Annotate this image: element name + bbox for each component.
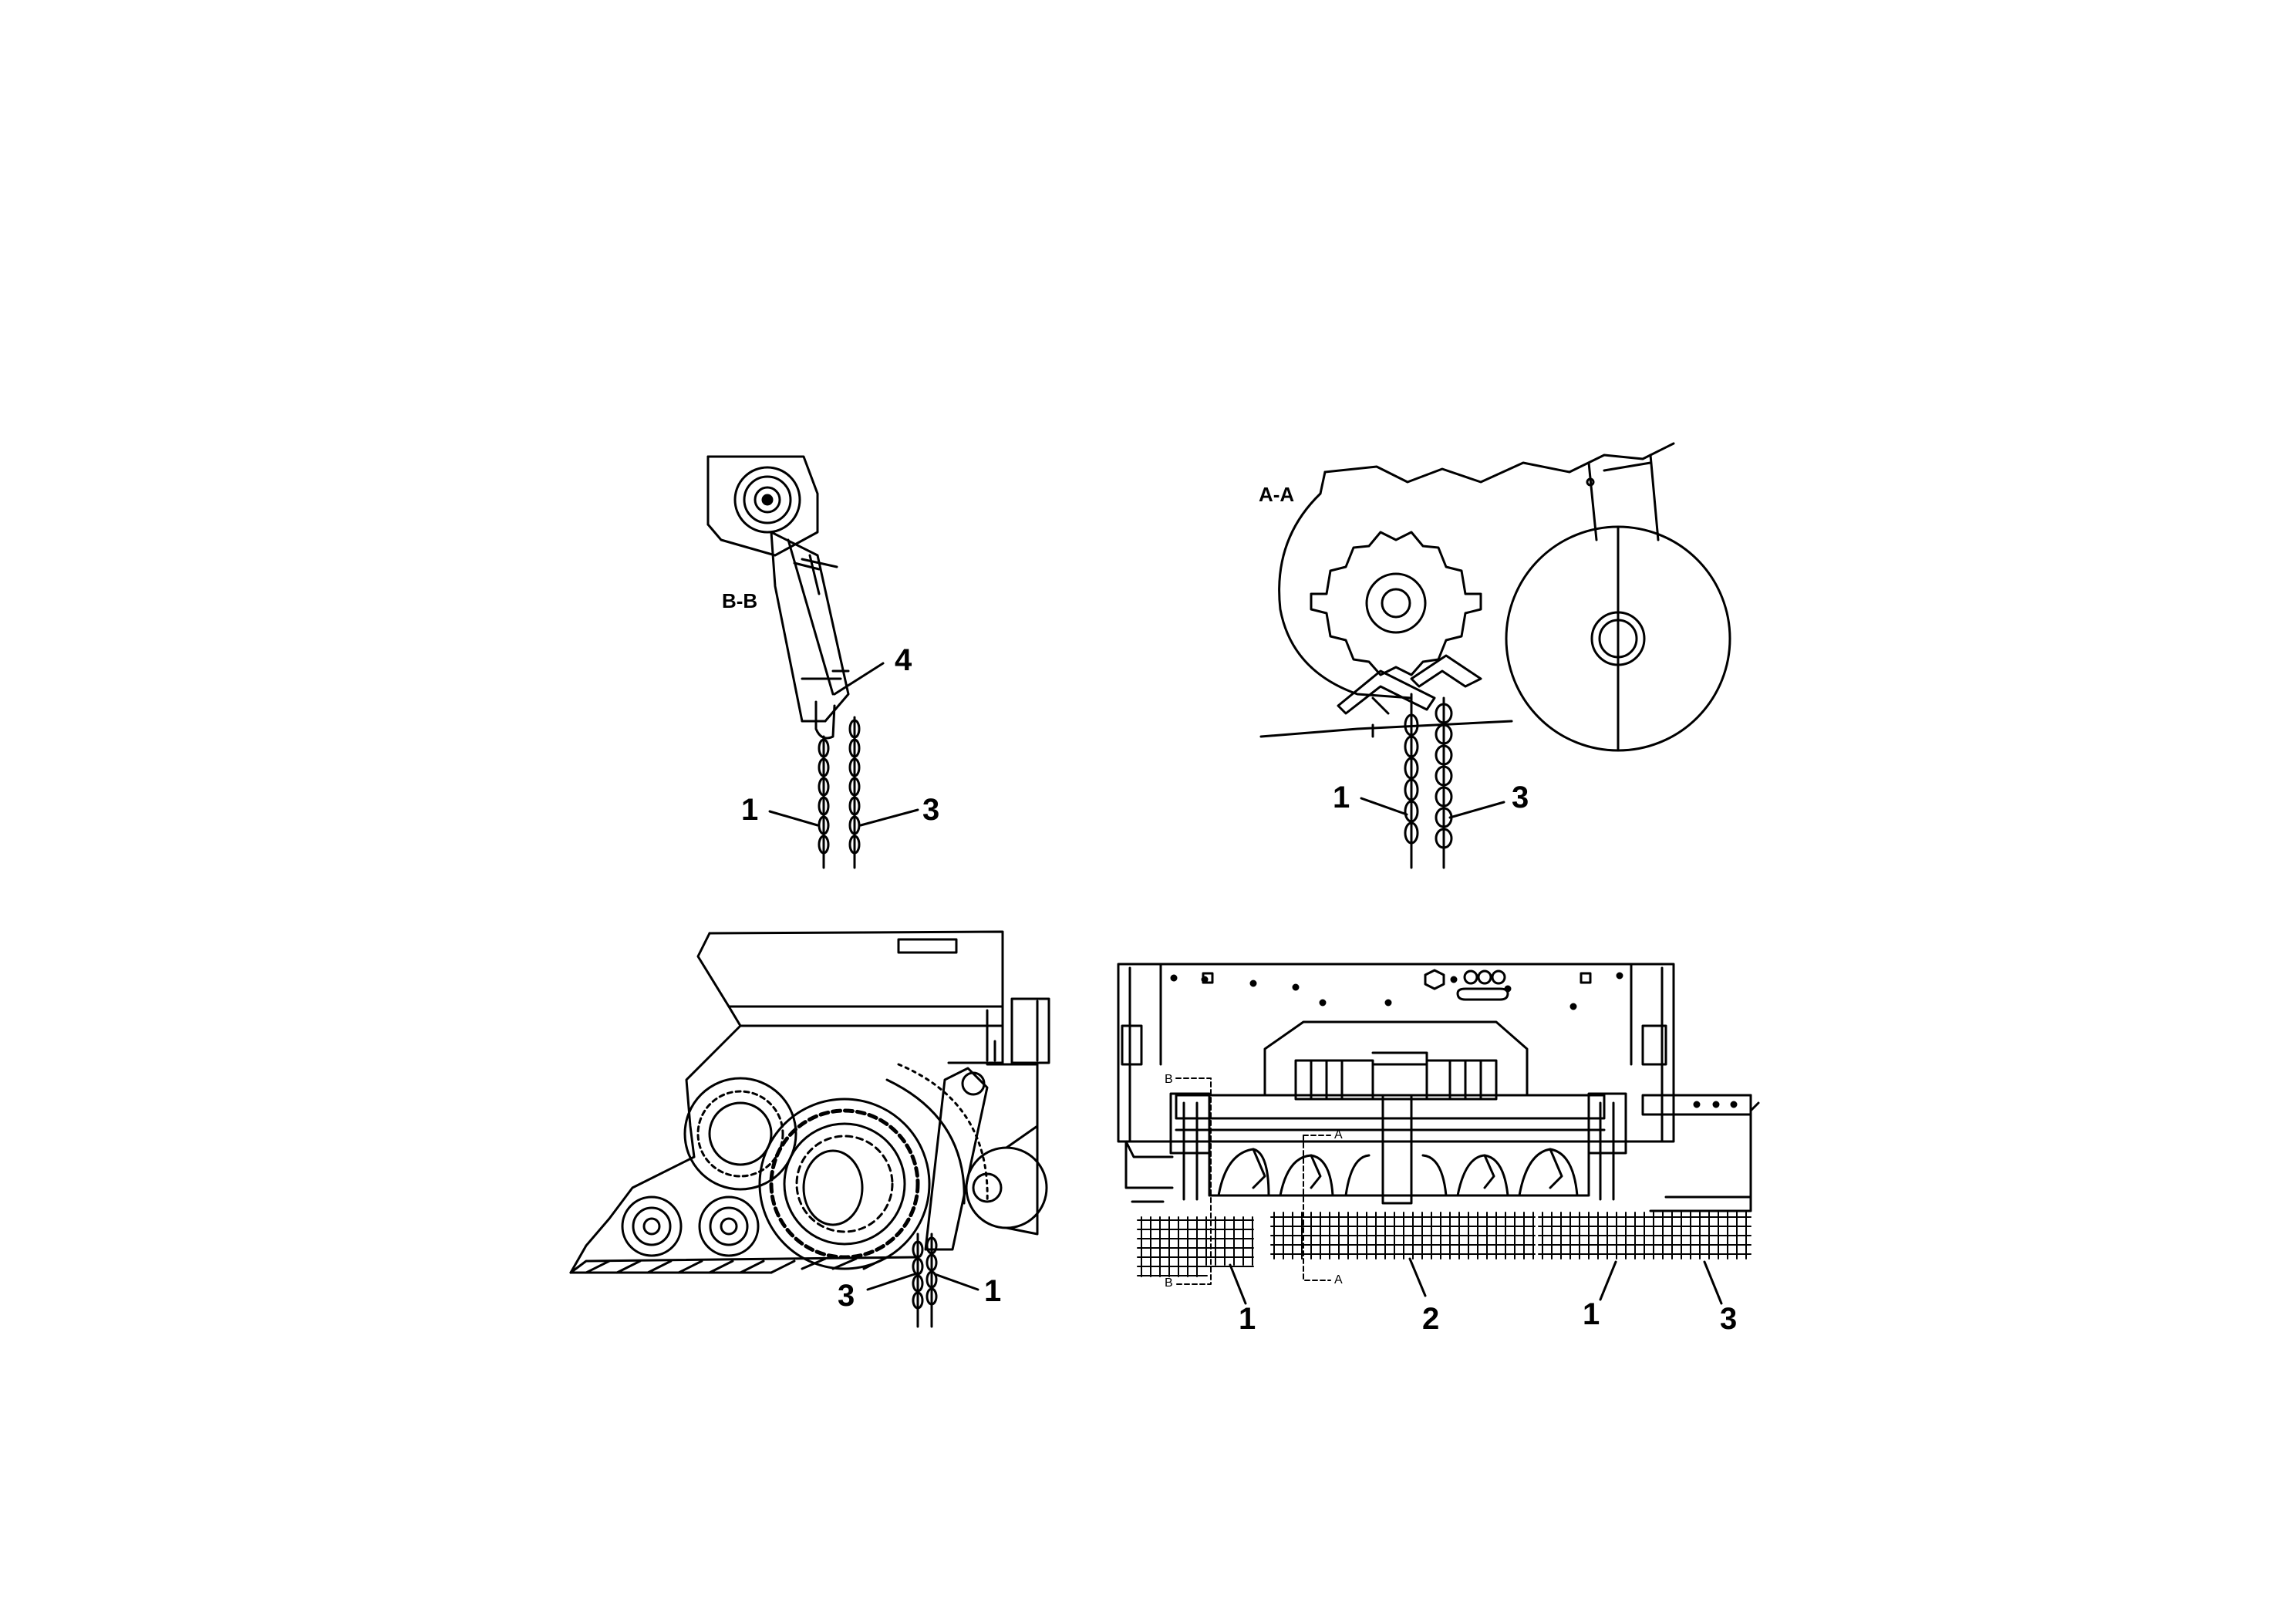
view-aa-drawing — [1259, 442, 1731, 869]
callout-rear-2: 2 — [1422, 1302, 1440, 1336]
callout-bb-4: 4 — [895, 643, 912, 677]
callout-side-3: 3 — [838, 1279, 855, 1313]
chain-1-bb — [818, 735, 830, 869]
callout-side-1: 1 — [984, 1274, 1002, 1308]
view-bb-drawing — [706, 455, 919, 869]
callout-aa-1: 1 — [1333, 781, 1350, 814]
callout-rear-1-left: 1 — [1239, 1302, 1256, 1336]
chain-1-side — [925, 1233, 938, 1328]
cut-mark-a-top: A — [1334, 1128, 1343, 1141]
view-side-drawing — [569, 930, 1050, 1328]
cut-mark-a-bottom: A — [1334, 1273, 1343, 1286]
callout-aa-3: 3 — [1512, 781, 1529, 814]
cut-mark-b-top: B — [1165, 1073, 1173, 1086]
chain-3-aa — [1435, 696, 1453, 869]
chain-curtain-right — [1538, 1212, 1752, 1259]
callout-rear-3: 3 — [1720, 1302, 1738, 1336]
cut-mark-b-bottom: B — [1165, 1276, 1173, 1290]
chain-3-bb — [848, 716, 861, 869]
section-label-aa: A-A — [1259, 483, 1295, 506]
chain-3-side — [912, 1233, 924, 1328]
section-label-bb: B-B — [722, 589, 758, 612]
chain-curtain-center — [1270, 1212, 1536, 1259]
callout-bb-3: 3 — [922, 793, 940, 827]
chain-1-aa — [1404, 693, 1419, 869]
chain-curtain-left — [1137, 1216, 1254, 1277]
callout-bb-1: 1 — [741, 793, 759, 827]
view-rear-drawing — [1117, 963, 1760, 1305]
callout-rear-1-right: 1 — [1583, 1297, 1600, 1331]
